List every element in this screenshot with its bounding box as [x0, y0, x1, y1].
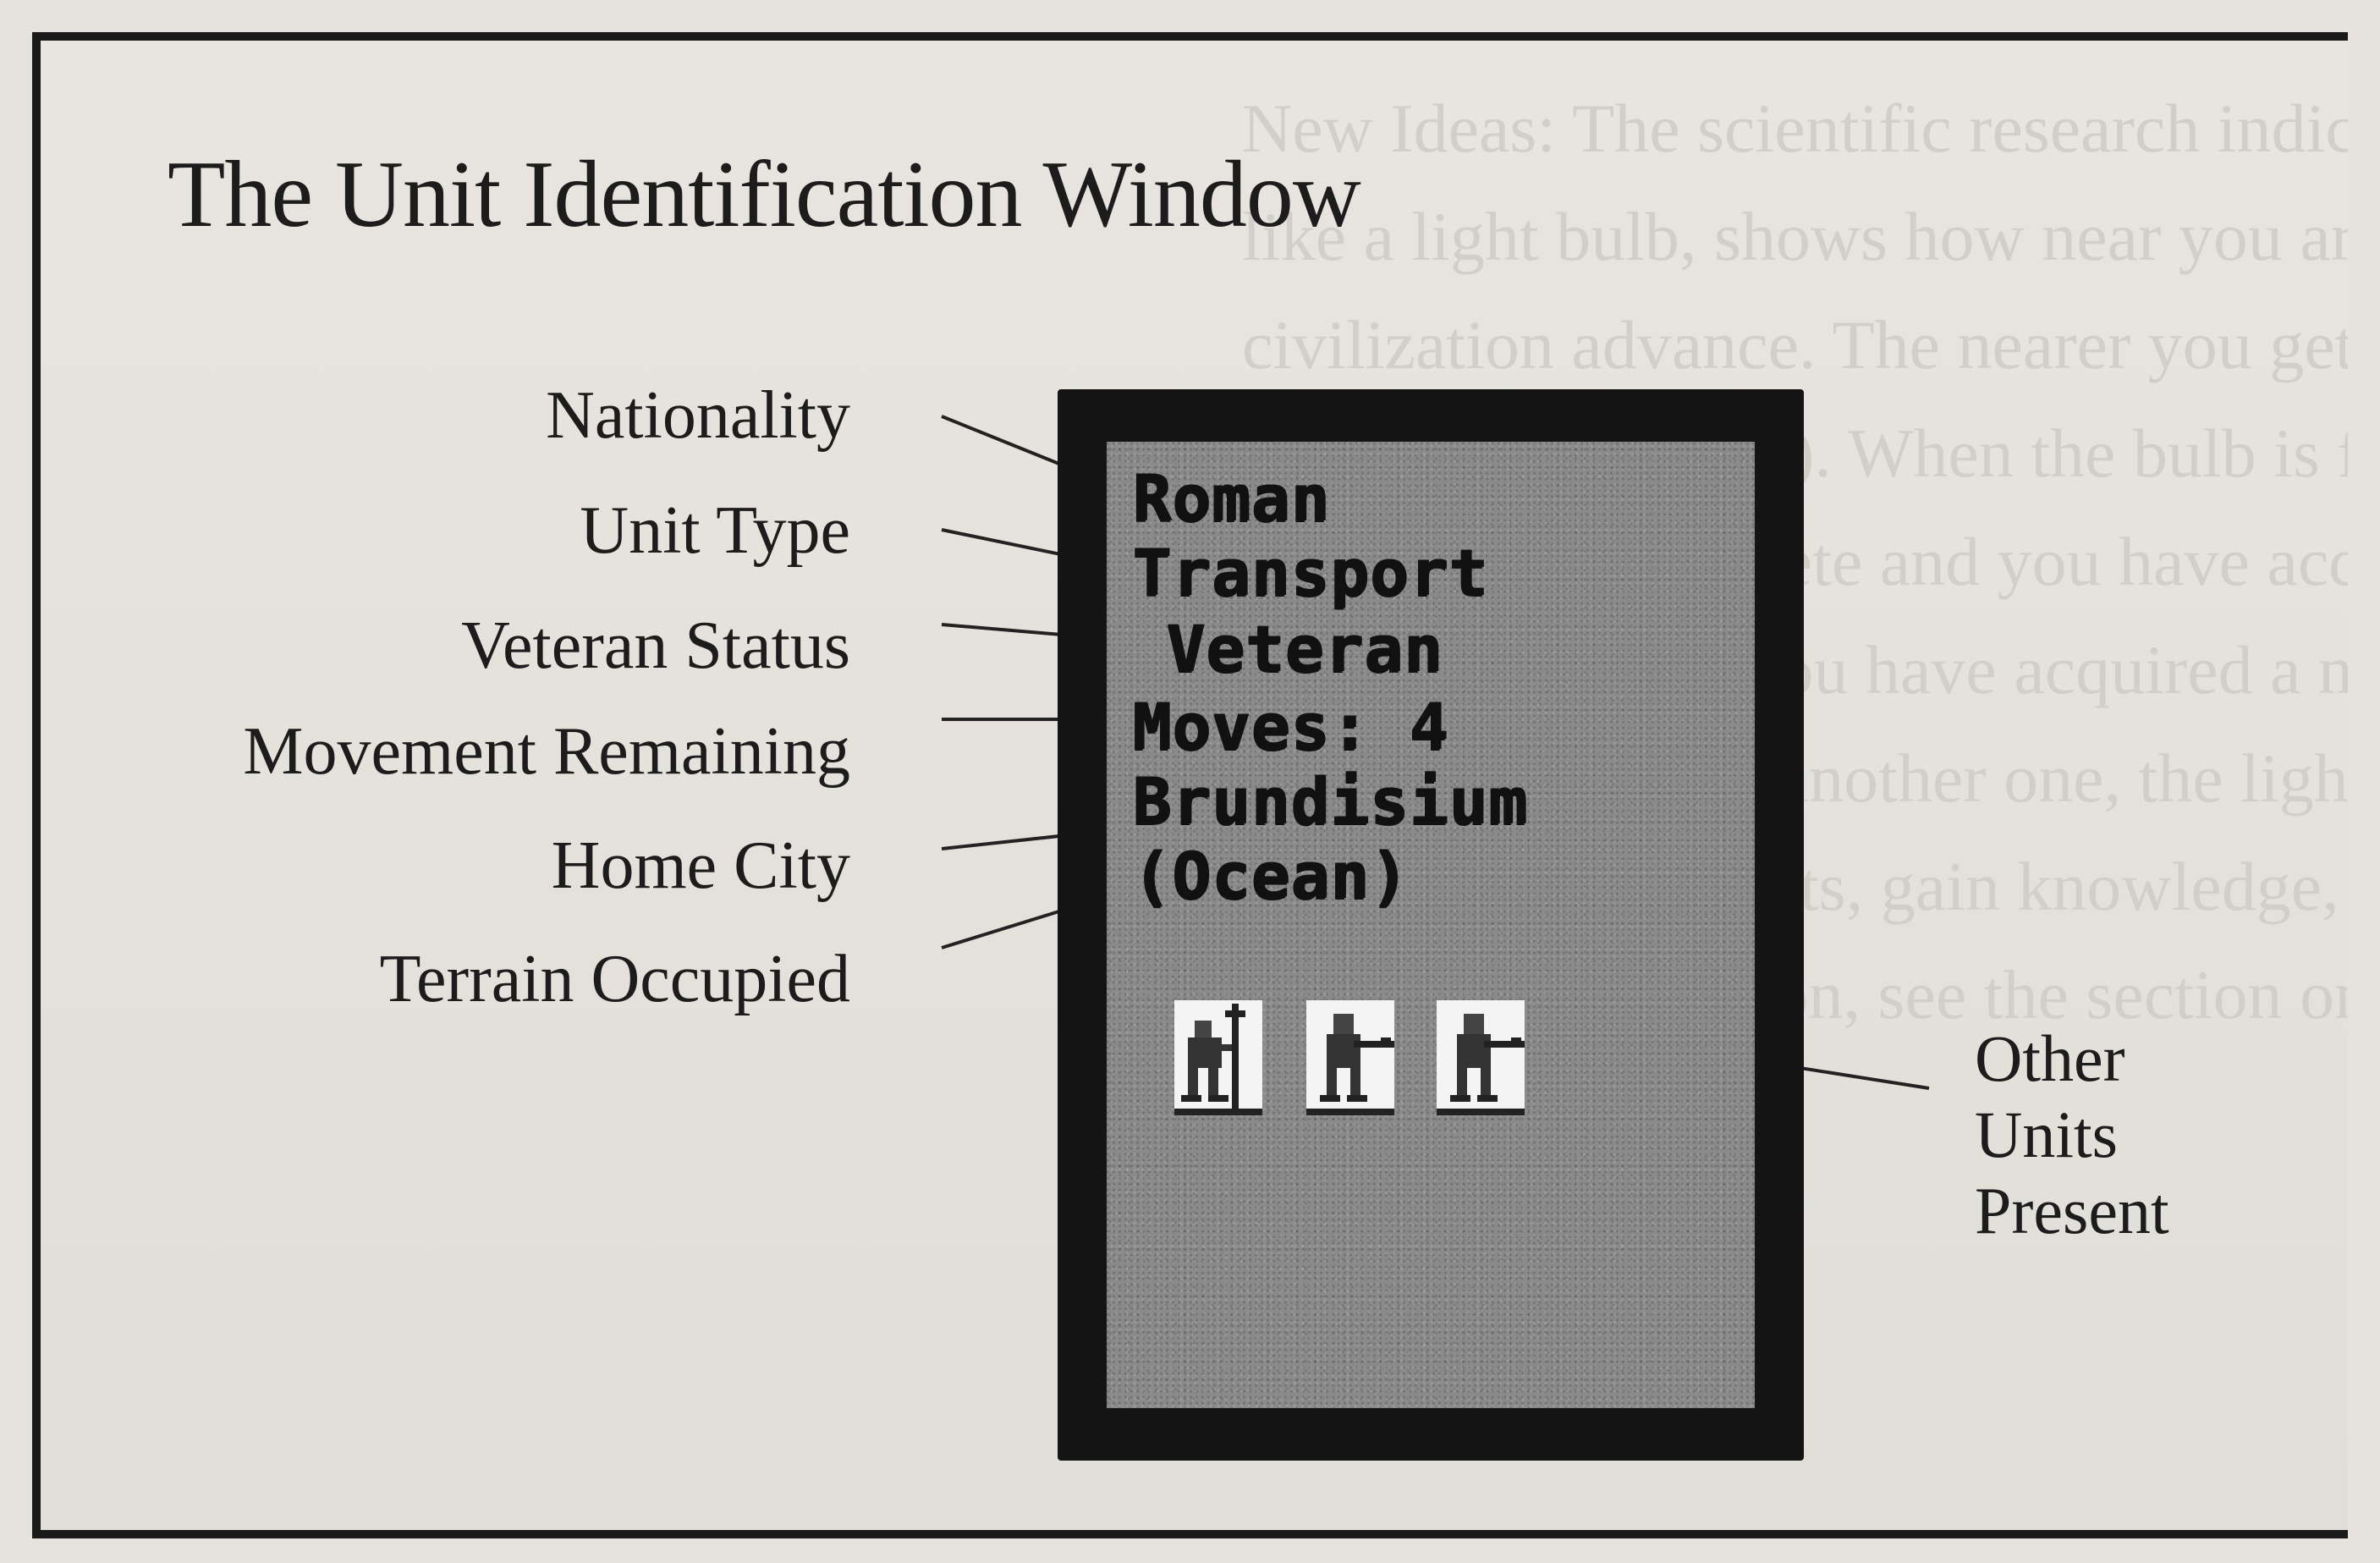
- label-other-units-present: Other Units Present: [1975, 1021, 2169, 1249]
- bleed-line: like a light bulb, shows how near you ar…: [1242, 198, 2348, 275]
- musketeer-unit-icon[interactable]: [1306, 1000, 1394, 1115]
- unit-terrain-text: (Ocean): [1132, 838, 1410, 913]
- bleed-line: New Ideas: The scientific research indic…: [1242, 90, 2348, 167]
- label-home-city: Home City: [551, 828, 850, 903]
- unit-type-text: Transport: [1132, 535, 1488, 610]
- unit-veteran-text: Veteran: [1166, 611, 1443, 686]
- label-terrain-occupied: Terrain Occupied: [379, 942, 850, 1016]
- label-nationality: Nationality: [546, 378, 850, 453]
- unit-window-panel: Roman Transport Veteran Moves: 4 Brundis…: [1107, 442, 1755, 1408]
- unit-nationality-text: Roman: [1132, 460, 1330, 536]
- label-movement-remaining: Movement Remaining: [243, 714, 850, 789]
- label-other-line: Present: [1975, 1174, 2169, 1247]
- label-unit-type: Unit Type: [580, 493, 850, 568]
- unit-identification-window: Roman Transport Veteran Moves: 4 Brundis…: [1058, 389, 1804, 1461]
- figure-frame: New Ideas: The scientific research indic…: [32, 32, 2348, 1538]
- label-other-line: Other: [1975, 1021, 2125, 1095]
- figure-title: The Unit Identification Window: [168, 142, 1361, 247]
- unit-moves-text: Moves: 4: [1132, 689, 1449, 764]
- other-units-icons: [1174, 1000, 1547, 1127]
- label-other-line: Units: [1975, 1098, 2119, 1171]
- militia-unit-icon[interactable]: [1174, 1000, 1262, 1115]
- unit-home-city-text: Brundisium: [1132, 763, 1528, 839]
- label-veteran-status: Veteran Status: [461, 608, 850, 683]
- musketeer-unit-icon[interactable]: [1437, 1000, 1525, 1115]
- bleed-line: civilization advance. The nearer you get…: [1242, 306, 2348, 383]
